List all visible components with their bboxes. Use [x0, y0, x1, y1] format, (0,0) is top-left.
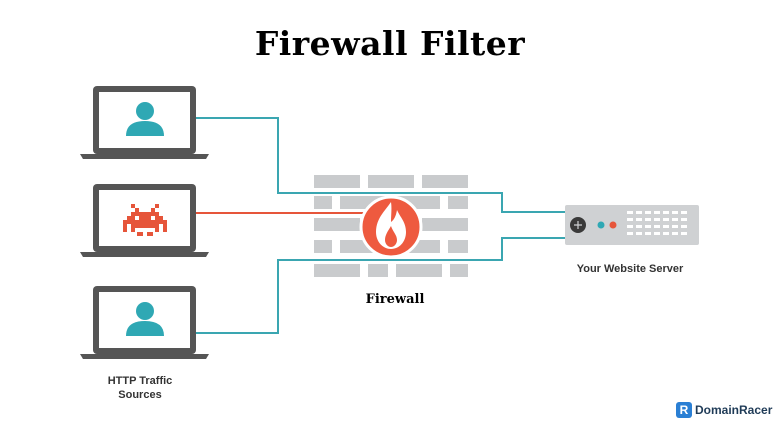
website-server	[565, 205, 699, 245]
server-vent-grille	[627, 211, 687, 235]
connection-bottom-user	[196, 237, 565, 334]
server-status-light-red	[609, 221, 617, 229]
diagram-title: Firewall Filter	[254, 24, 526, 63]
firewall-flame-badge	[359, 195, 423, 259]
laptop-middle	[80, 184, 209, 257]
traffic-sources-label-line2: Sources	[118, 389, 162, 401]
server-label: Your Website Server	[576, 263, 684, 275]
user-icon	[126, 302, 164, 336]
brand-watermark: R DomainRacer	[676, 401, 772, 419]
laptop-top	[80, 86, 209, 159]
connection-lines	[196, 117, 565, 334]
server-status-light-blue	[597, 221, 605, 229]
space-invader-icon	[123, 204, 167, 236]
brand-name: DomainRacer	[695, 403, 773, 417]
firewall-label: Firewall	[365, 292, 425, 307]
flame-icon	[376, 202, 406, 249]
traffic-sources-label-line1: HTTP Traffic	[107, 375, 173, 387]
laptop-bottom	[80, 286, 209, 359]
user-icon	[126, 102, 164, 136]
connection-top-user	[196, 117, 565, 213]
traffic-sources-label: HTTP Traffic Sources	[80, 374, 200, 402]
domainracer-logo-icon: R	[676, 402, 692, 418]
